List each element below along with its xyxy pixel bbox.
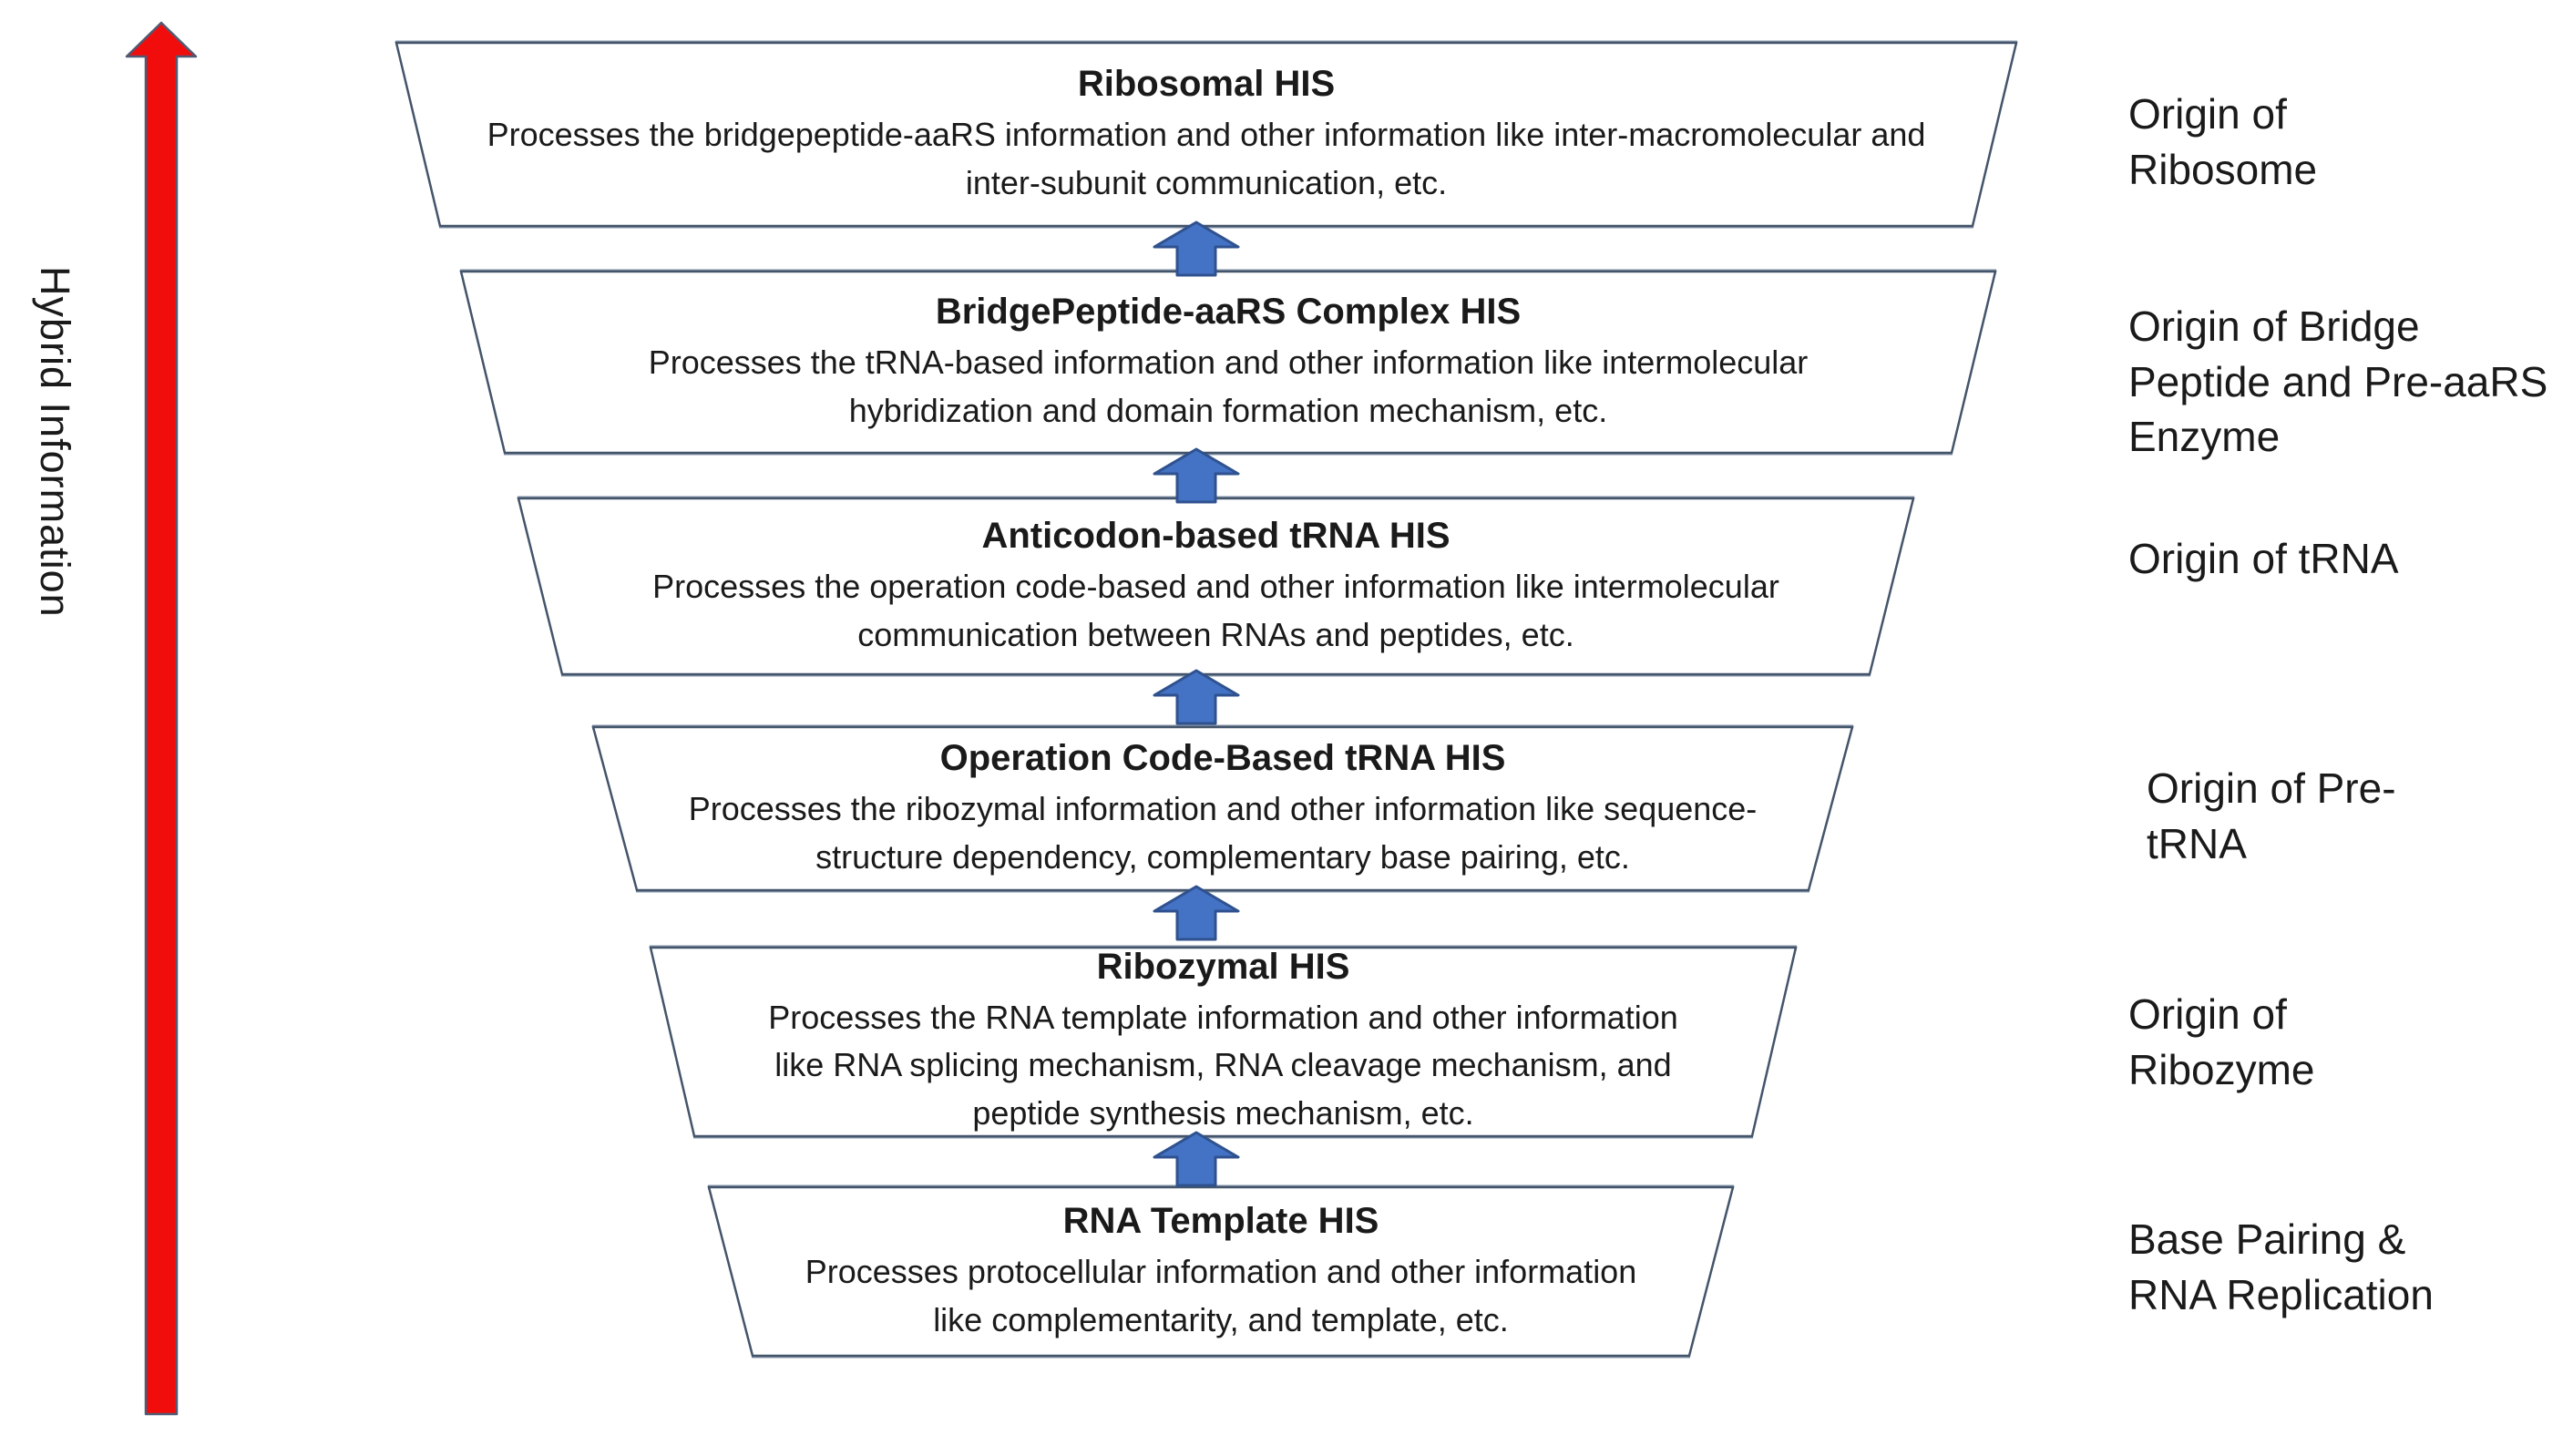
side-label-origin-of-trna: Origin of tRNA [2128, 535, 2399, 582]
tier-1-description: Processes the bridgepeptide-aaRS informa… [487, 116, 1926, 201]
up-arrow-icon-5 [1153, 1131, 1240, 1187]
up-arrow-icon-3 [1153, 669, 1240, 725]
tier-6-text: RNA Template HIS Processes protocellular… [762, 1193, 1680, 1350]
tier-4-text: Operation Code-Based tRNA HIS Processes … [646, 733, 1799, 885]
up-arrow-icon-2 [1153, 447, 1240, 504]
tier-4-trapezoid [591, 725, 1854, 892]
side-label-origin-of-pre-trna: Origin of Pre- tRNA [2147, 764, 2396, 867]
tier-2-trapezoid [459, 270, 1997, 455]
tier-2-description: Processes the tRNA-based information and… [648, 343, 1809, 429]
tier-4-description: Processes the ribozymal information and … [688, 790, 1758, 876]
tier-3-title: Anticodon-based tRNA HIS [981, 516, 1451, 557]
tier-5-description: Processes the RNA template information a… [768, 999, 1678, 1132]
tier-6-description: Processes protocellular information and … [805, 1253, 1637, 1338]
side-label-origin-of-ribosome: Origin of Ribosome [2128, 90, 2318, 193]
tier-6-title: RNA Template HIS [1062, 1201, 1379, 1242]
hybrid-information-arrow-icon [125, 21, 198, 1416]
tier-6-trapezoid [707, 1185, 1735, 1358]
side-label-origin-of-bridge-peptide: Origin of Bridge Peptide and Pre-aaRS En… [2128, 302, 2548, 461]
side-label-origin-of-ribozyme: Origin of Ribozyme [2128, 990, 2315, 1093]
tier-2-title: BridgePeptide-aaRS Complex HIS [935, 292, 1522, 333]
tier-2-text: BridgePeptide-aaRS Complex HIS Processes… [514, 277, 1943, 447]
tier-3-text: Anticodon-based tRNA HIS Processes the o… [571, 504, 1861, 669]
tier-4-title: Operation Code-Based tRNA HIS [939, 738, 1506, 779]
hybrid-information-label: Hybrid Information [32, 266, 78, 618]
side-label-base-pairing-rna-replication: Base Pairing & RNA Replication [2128, 1215, 2434, 1318]
tier-1-text: Ribosomal HIS Processes the bridgepeptid… [449, 48, 1963, 220]
tier-3-description: Processes the operation code-based and o… [652, 568, 1779, 653]
up-arrow-icon-4 [1153, 885, 1240, 941]
tier-5-title: Ribozymal HIS [1096, 947, 1350, 988]
tier-1-title: Ribosomal HIS [1077, 64, 1336, 105]
up-arrow-icon-1 [1153, 220, 1240, 277]
tier-3-trapezoid [517, 497, 1915, 676]
tier-5-trapezoid [649, 946, 1798, 1138]
tier-5-text: Ribozymal HIS Processes the RNA template… [703, 947, 1743, 1131]
tier-1-trapezoid [395, 41, 2018, 228]
